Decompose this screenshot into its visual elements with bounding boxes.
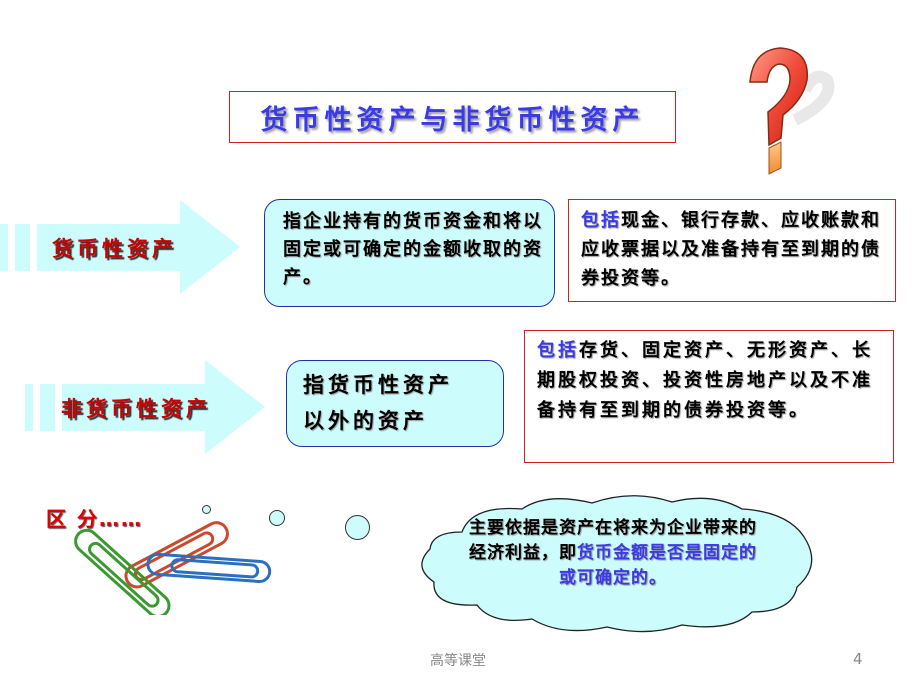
non-monetary-definition-box: 指货币性资产 以外的资产 [286,360,504,447]
non-monetary-arrow: 非货币性资产 [25,360,270,454]
distinguish-label: 区 分…… [46,507,143,531]
non-monetary-definition-line1: 指货币性资产 [303,373,453,397]
monetary-includes-box: 包括现金、银行存款、应收账款和应收票据以及准备持有至到期的债券投资等。 [568,199,896,302]
cloud-shape [421,495,813,633]
non-monetary-includes-box: 包括存货、固定资产、无形资产、长期股权投资、投资性房地产以及不准备持有至到期的债… [524,330,894,463]
monetary-includes-keyword: 包括 [581,210,621,231]
monetary-definition-text: 指企业持有的货币资金和将以固定或可确定的金额收取的资产。 [283,211,543,288]
monetary-definition-box: 指企业持有的货币资金和将以固定或可确定的金额收取的资产。 [264,199,555,307]
non-monetary-definition-line2: 以外的资产 [303,409,428,433]
slide-title: 货币性资产与非货币性资产 [260,104,645,136]
non-monetary-arrow-label: 非货币性资产 [61,397,211,421]
monetary-arrow-label: 货币性资产 [52,237,177,261]
non-monetary-includes-text: 存货、固定资产、无形资产、长期股权投资、投资性房地产以及不准备持有至到期的债券投… [537,340,873,421]
thought-bubble-small [202,505,211,514]
paperclips-icon [74,521,272,615]
footer-source: 高等课堂 [430,653,486,669]
cloud-text-highlight: 货币金额是否是固定的或可确定的。 [559,543,757,588]
page-number: 4 [853,650,863,668]
thought-bubble-medium [269,510,285,526]
monetary-includes-text: 现金、银行存款、应收账款和应收票据以及准备持有至到期的债券投资等。 [581,210,881,289]
title-box: 货币性资产与非货币性资产 [229,91,676,143]
monetary-arrow: 货币性资产 [0,200,240,294]
cloud-text-main: 主要依据是资产在将来为企业带来的经济利益，即 [469,518,757,563]
non-monetary-includes-keyword: 包括 [537,340,579,361]
question-mark-icon [749,47,835,175]
cloud-text: 主要依据是资产在将来为企业带来的经济利益，即货币金额是否是固定的或可确定的。 [468,516,758,591]
thought-bubble-large [345,515,370,540]
